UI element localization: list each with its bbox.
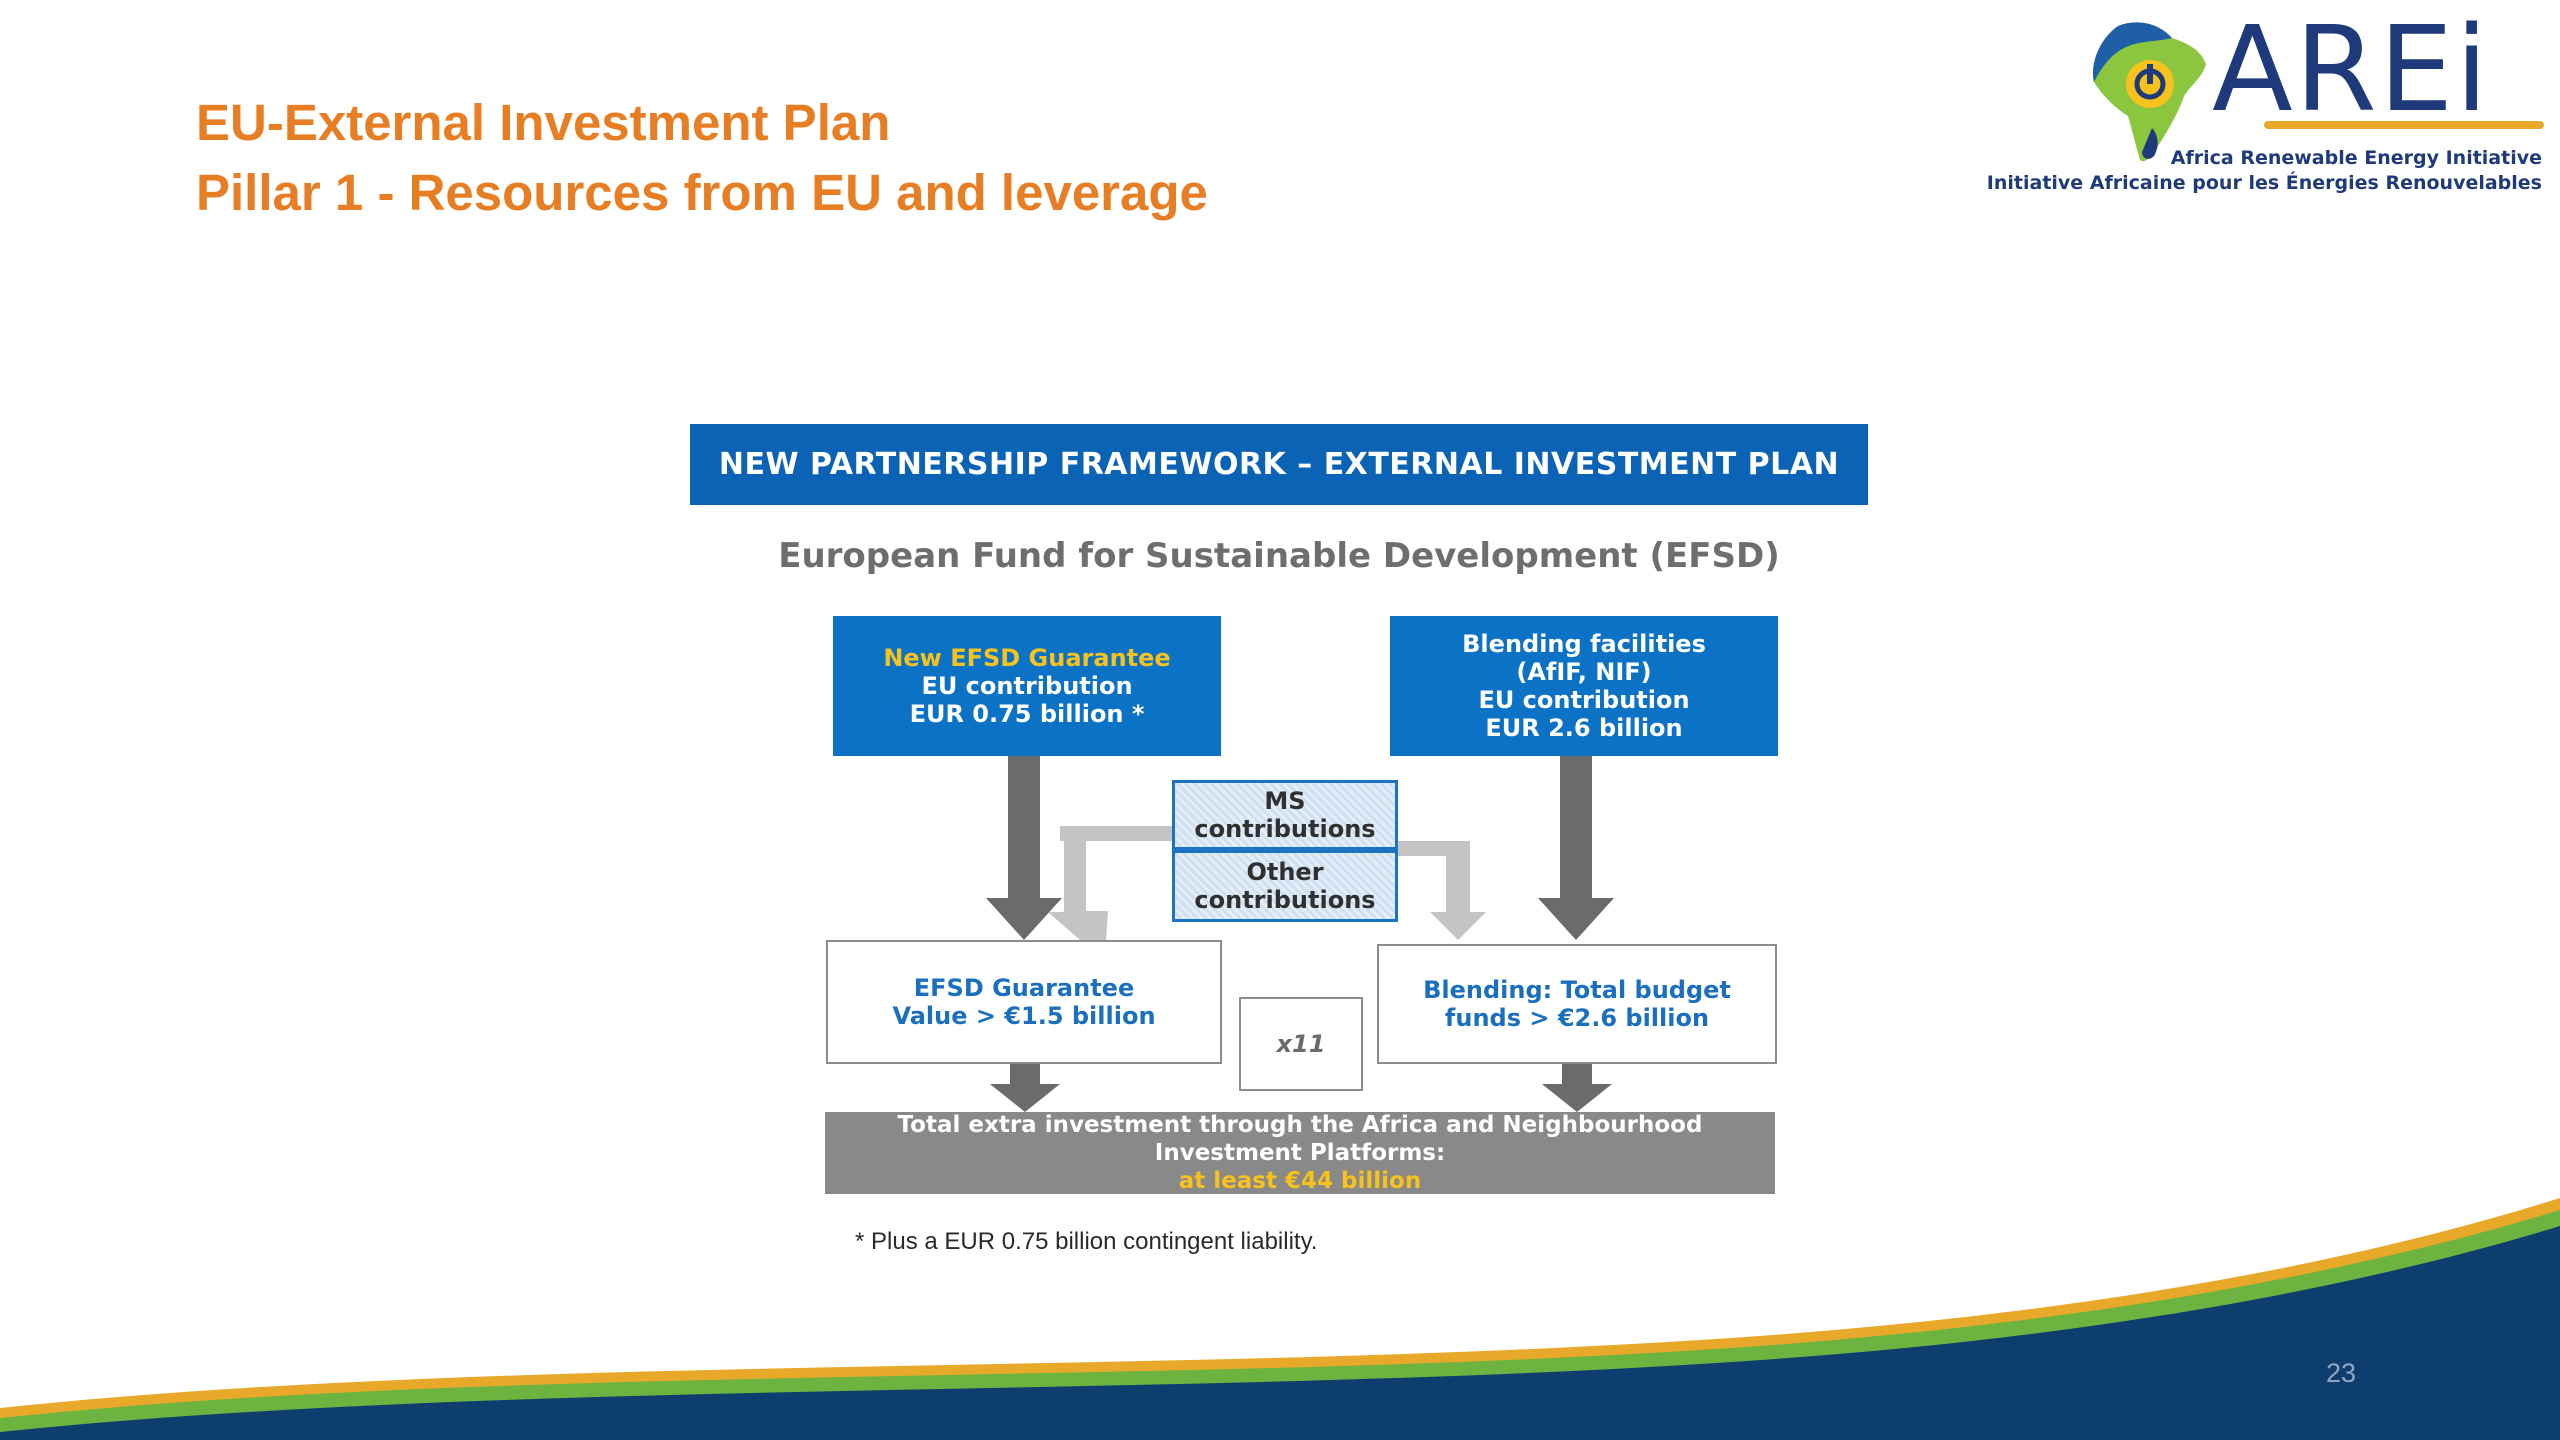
blending-total-box: Blending: Total budget funds > €2.6 bill…: [1377, 944, 1777, 1064]
efsd-value-line-1: EFSD Guarantee: [913, 974, 1135, 1002]
blend-value-line-1: Blending: Total budget: [1423, 976, 1731, 1004]
blending-facilities-box: Blending facilities (AfIF, NIF) EU contr…: [1390, 616, 1778, 756]
logo-tagline-en: Africa Renewable Energy Initiative: [2170, 147, 2542, 169]
efsd-guarantee-value-box: EFSD Guarantee Value > €1.5 billion: [826, 940, 1222, 1064]
logo-wordmark: AREi: [2212, 0, 2491, 138]
blend-value-line-2: funds > €2.6 billion: [1444, 1004, 1710, 1032]
blending-line-1: Blending facilities: [1462, 630, 1706, 658]
dark-arrow-left: [986, 756, 1062, 940]
dark-arrow-right: [1538, 756, 1614, 940]
light-arrow-left: [1048, 826, 1172, 940]
dark-arrow-bottom-left: [990, 1064, 1060, 1112]
title-line-2: Pillar 1 - Resources from EU and leverag…: [196, 164, 1208, 221]
guarantee-line-1: New EFSD Guarantee: [883, 644, 1171, 672]
total-line-3: at least €44 billion: [1178, 1168, 1422, 1194]
other-line-2: contributions: [1194, 886, 1376, 914]
dark-arrow-bottom-right: [1542, 1064, 1612, 1112]
efsd-heading: European Fund for Sustainable Developmen…: [778, 536, 1780, 576]
light-arrow-right: [1398, 841, 1486, 940]
total-line-1: Total extra investment through the Afric…: [897, 1112, 1703, 1138]
logo-underline: [2264, 121, 2544, 129]
efsd-value-line-2: Value > €1.5 billion: [892, 1002, 1156, 1030]
blending-line-3: EU contribution: [1478, 686, 1690, 714]
efsd-guarantee-box: New EFSD Guarantee EU contribution EUR 0…: [833, 616, 1221, 756]
title-line-1: EU-External Investment Plan: [196, 94, 891, 151]
page-number: 23: [2326, 1358, 2357, 1388]
footnote: * Plus a EUR 0.75 billion contingent lia…: [855, 1228, 1318, 1255]
blending-line-2: (AfIF, NIF): [1516, 658, 1652, 686]
blending-line-4: EUR 2.6 billion: [1485, 714, 1683, 742]
logo-tagline-fr: Initiative Africaine pour les Énergies R…: [1986, 172, 2542, 194]
ms-line-1: MS: [1264, 787, 1306, 815]
other-line-1: Other: [1246, 858, 1324, 886]
arei-logo: AREi Africa Renewable Energy Initiative …: [1987, 4, 2544, 208]
multiplier-box: x11: [1239, 997, 1363, 1091]
total-investment-bar: Total extra investment through the Afric…: [825, 1112, 1775, 1194]
guarantee-line-2: EU contribution: [921, 672, 1133, 700]
ms-contributions-box: MS contributions: [1172, 780, 1398, 850]
partnership-banner: NEW PARTNERSHIP FRAMEWORK – EXTERNAL INV…: [690, 424, 1868, 505]
africa-map-icon: [2093, 22, 2206, 162]
wave-navy: [0, 1226, 2560, 1440]
total-line-2: Investment Platforms:: [1154, 1140, 1446, 1166]
ms-line-2: contributions: [1194, 815, 1376, 843]
slide-title: EU-External Investment Plan Pillar 1 - R…: [196, 88, 1208, 228]
other-contributions-box: Other contributions: [1172, 850, 1398, 922]
logo-tagline: Africa Renewable Energy Initiative Initi…: [1987, 146, 2542, 196]
guarantee-line-3: EUR 0.75 billion *: [909, 700, 1145, 728]
